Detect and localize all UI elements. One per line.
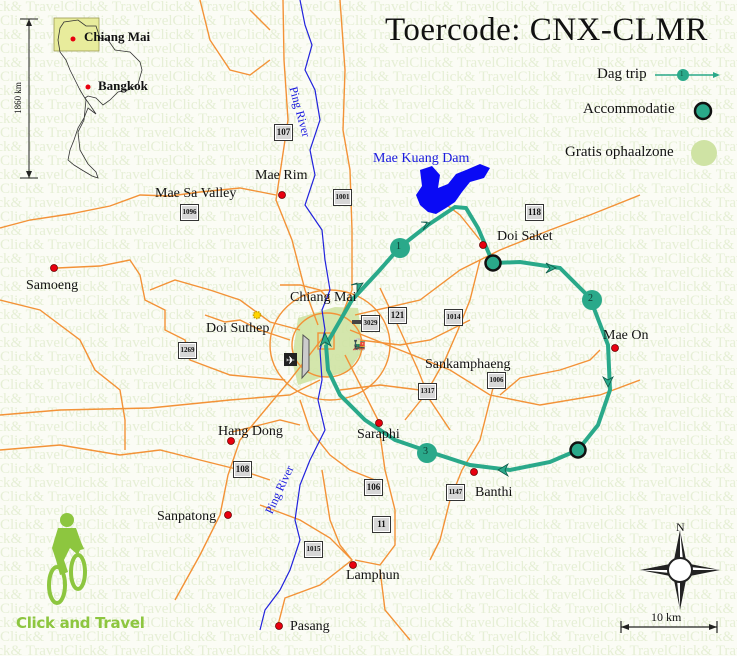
city-dots [50, 191, 619, 630]
road-shield-1317: 1317 [418, 383, 437, 400]
svg-text:✈: ✈ [286, 354, 295, 367]
label-saraphi: Saraphi [357, 427, 400, 442]
road-shield-106: 106 [364, 479, 383, 496]
route-marker-1-label: 1 [396, 241, 401, 252]
label-mae-rim: Mae Rim [255, 168, 308, 183]
road-shield-1014: 1014 [444, 309, 463, 326]
road-shield-1269: 1269 [178, 342, 197, 359]
road-shield-1015: 1015 [304, 541, 323, 558]
road-shield-107: 107 [274, 124, 293, 141]
road-shield-108: 108 [233, 461, 252, 478]
route-marker-2-label: 2 [588, 293, 593, 304]
mae-kuang-dam-reservoir [416, 164, 490, 214]
route-arrows [319, 221, 614, 478]
inset-highlight [53, 17, 100, 52]
road-shield-1001: 1001 [333, 189, 352, 206]
road-shield-121: 121 [388, 307, 407, 324]
logo-text: Click and Travel [16, 614, 145, 632]
accommodation-banthi [569, 441, 587, 459]
scale-bar-label: 10 km [651, 610, 682, 624]
label-pasang: Pasang [290, 619, 330, 634]
legend-accommodation-icon [693, 101, 713, 121]
doi-suthep-icon [252, 310, 262, 320]
train-station-icon [352, 320, 364, 324]
steam-train-icon: 🚂 [352, 338, 366, 351]
label-doi-saket: Doi Saket [497, 229, 553, 244]
label-sanpatong: Sanpatong [157, 509, 217, 524]
route-marker-3 [417, 443, 437, 463]
road-shield-3029: 3029 [361, 315, 380, 332]
label-banthi: Banthi [475, 485, 513, 500]
legend-day-trip-label: Dag trip [597, 66, 647, 82]
label-mae-sa-valley: Mae Sa Valley [155, 186, 237, 201]
label-mae-kuang-dam: Mae Kuang Dam [373, 151, 470, 166]
label-mae-on: Mae On [603, 328, 649, 343]
compass-rose-icon [640, 530, 720, 610]
road-shield-1006: 1006 [487, 372, 506, 389]
compass-north-label: N [676, 520, 685, 534]
inset-scale-label: 1860 km [12, 82, 23, 114]
route-marker-2 [582, 290, 602, 310]
inset-label-bangkok: Bangkok [98, 78, 148, 93]
label-sankamphaeng: Sankamphaeng [425, 357, 511, 372]
airport-runway [301, 333, 310, 380]
label-hang-dong: Hang Dong [218, 424, 283, 439]
legend-pickup-zone-icon [691, 140, 717, 166]
roads [0, 0, 641, 641]
legend-day-trip-marker [677, 69, 689, 81]
inset-label-chiang-mai: Chiang Mai [84, 29, 151, 44]
road-shield-118: 118 [525, 204, 544, 221]
road-shield-11: 11 [372, 516, 391, 533]
road-shield-1147: 1147 [446, 484, 465, 501]
legend-pickup-zone-label: Gratis ophaalzone [565, 144, 674, 160]
road-shield-1096: 1096 [180, 204, 199, 221]
legend-accommodation-label: Accommodatie [583, 101, 675, 117]
label-doi-suthep: Doi Suthep [206, 321, 270, 336]
label-lamphun: Lamphun [346, 568, 400, 583]
ping-river [259, 0, 331, 631]
legend-day-trip-number: 1 [680, 70, 684, 78]
inset-thailand-outline [57, 19, 143, 179]
route-marker-1 [390, 238, 410, 258]
route-marker-3-label: 3 [423, 446, 428, 457]
accommodation-doi-saket [484, 254, 502, 272]
page-title: Toercode: CNX-CLMR [385, 12, 708, 48]
cyclist-logo-icon [47, 513, 87, 605]
label-samoeng: Samoeng [26, 278, 79, 293]
label-chiang-mai: Chiang Mai [290, 290, 357, 305]
airport-icon [284, 353, 297, 366]
